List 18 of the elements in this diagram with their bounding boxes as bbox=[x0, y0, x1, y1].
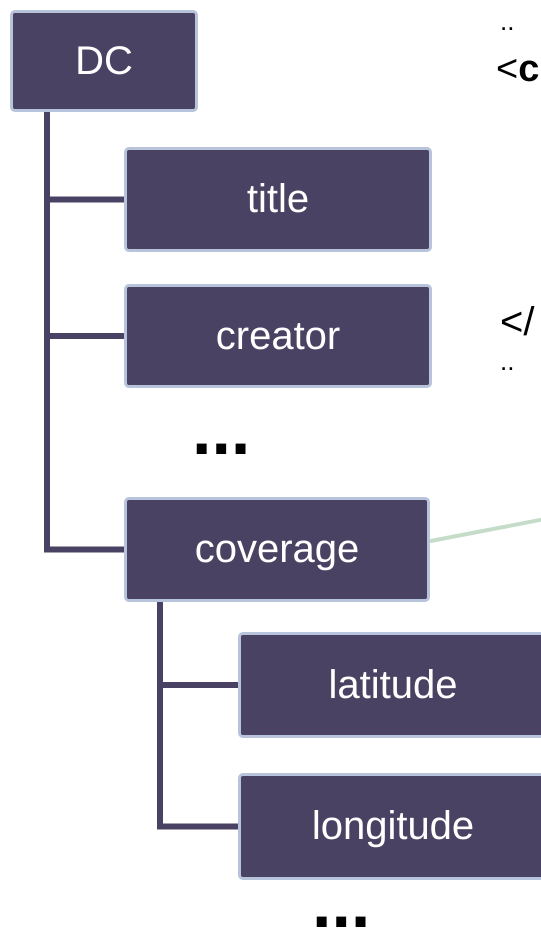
xml-tag-text: </ bbox=[500, 302, 534, 342]
node-box bbox=[124, 284, 432, 388]
node-label: longitude bbox=[312, 804, 474, 849]
ellipsis: ... bbox=[312, 868, 370, 938]
node-label: coverage bbox=[194, 527, 360, 572]
node-label: title bbox=[246, 177, 310, 222]
node-label: latitude bbox=[328, 662, 458, 708]
dots-text: .. bbox=[500, 8, 514, 34]
xml-tag-text: <c bbox=[496, 50, 540, 88]
node-box bbox=[238, 773, 541, 880]
node-box bbox=[10, 10, 198, 112]
ellipsis: ... bbox=[192, 395, 250, 465]
node-box bbox=[238, 632, 541, 738]
node-box bbox=[124, 497, 430, 602]
node-label: DC bbox=[75, 38, 133, 84]
node-box bbox=[124, 147, 432, 252]
node-label: creator bbox=[216, 314, 340, 358]
dots-text: .. bbox=[500, 348, 514, 374]
